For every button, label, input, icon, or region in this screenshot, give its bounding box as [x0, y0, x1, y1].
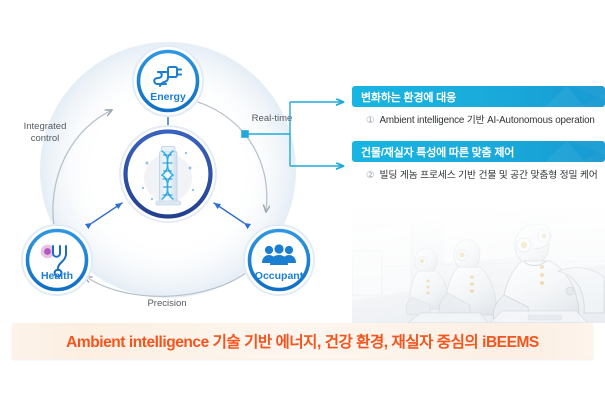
- panel-2-item-text: 빌딩 게놈 프로세스 기반 건물 및 공간 맞춤형 정밀 케어: [379, 170, 598, 182]
- summary-banner: Ambient intelligence 기술 기반 에너지, 건강 환경, 재…: [12, 323, 593, 359]
- node-occupant-label: Occupant: [255, 270, 304, 282]
- summary-banner-text: Ambient intelligence 기술 기반 에너지, 건강 환경, 재…: [66, 334, 539, 351]
- panel-1-header: 변화하는 환경에 대응: [352, 86, 605, 107]
- people-group-icon: [262, 244, 296, 265]
- panel-2-header-text: 건물/재실자 특성에 따른 맞춤 제어: [361, 146, 515, 159]
- callout-panel-2: 건물/재실자 특성에 따른 맞춤 제어 ② 빌딩 게놈 프로세스 기반 건물 및…: [352, 141, 605, 182]
- building-dna-icon: [141, 146, 195, 206]
- flow-label-integrated-control-line2: control: [31, 133, 60, 144]
- flow-label-real-time: Real-time: [252, 113, 293, 124]
- cycle-arrows: [52, 101, 267, 297]
- panel-1-item-number: ①: [366, 115, 375, 126]
- connector-origin-dot: [241, 130, 249, 138]
- node-health-label: Health: [41, 270, 73, 282]
- cycle-arrow-precision: [85, 269, 251, 297]
- panel-1-header-text: 변화하는 환경에 대응: [361, 91, 456, 104]
- node-health[interactable]: Health: [21, 224, 93, 296]
- node-energy-label: Energy: [150, 91, 186, 103]
- panel-2-header: 건물/재실자 특성에 따른 맞춤 제어: [352, 141, 605, 163]
- power-plug-icon: [153, 66, 183, 88]
- flow-label-precision: Precision: [147, 298, 186, 309]
- panel-1-facet-decoration: [545, 86, 605, 107]
- connector-bracket: [235, 82, 360, 182]
- panel-2-facet-decoration: [545, 141, 605, 163]
- flow-label-integrated-control-line1: Integrated: [24, 121, 67, 132]
- arrow-occupant-center: [213, 202, 252, 230]
- cycle-arrow-integrated-control: [52, 110, 112, 241]
- photo-fade-overlay: [352, 205, 605, 323]
- callout-panel-1: 변화하는 환경에 대응 ① Ambient intelligence 기반 AI…: [352, 86, 605, 127]
- node-energy[interactable]: Energy: [132, 45, 204, 117]
- panel-2-body: ② 빌딩 게놈 프로세스 기반 건물 및 공간 맞춤형 정밀 케어: [352, 162, 605, 182]
- panel-1-body: ① Ambient intelligence 기반 AI-Autonomous …: [352, 107, 605, 127]
- panel-gap: [352, 127, 605, 141]
- panel-2-item-number: ②: [366, 170, 375, 182]
- center-node: [119, 125, 217, 223]
- panel-1-item-text: Ambient intelligence 기반 AI-Autonomous op…: [379, 115, 595, 126]
- callout-panels: 변화하는 환경에 대응 ① Ambient intelligence 기반 AI…: [352, 86, 605, 318]
- robot-workers-photo: [352, 205, 605, 323]
- cycle-arrow-real-time: [197, 101, 267, 212]
- stethoscope-icon: [40, 244, 67, 278]
- node-occupant[interactable]: Occupant: [243, 224, 315, 296]
- arrow-health-center: [84, 202, 123, 230]
- concept-diagram: Energy Health: [0, 18, 340, 318]
